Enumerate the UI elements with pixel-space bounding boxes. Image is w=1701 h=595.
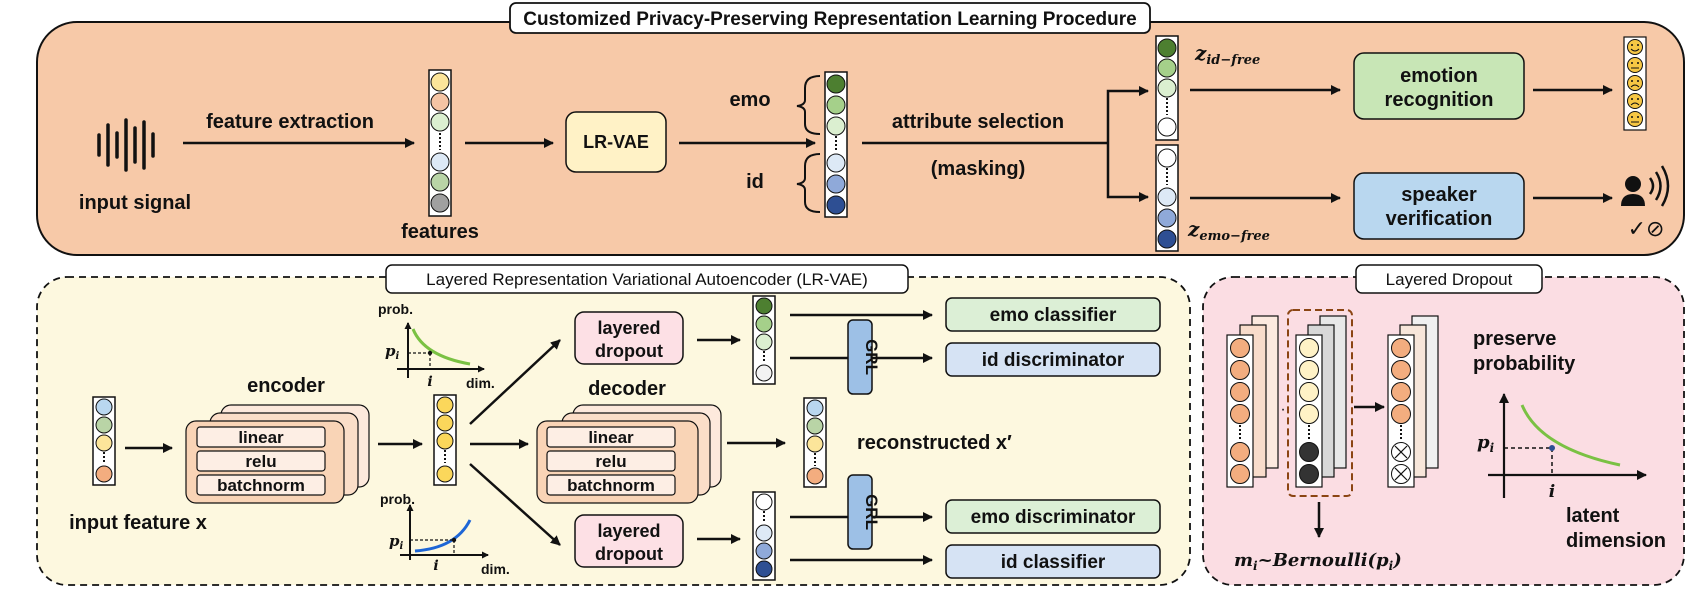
emo-label: emo <box>729 89 770 111</box>
speaker-verification-line1: speaker <box>1401 184 1477 206</box>
grl-top-label: GRL <box>862 339 881 375</box>
features-vector <box>428 69 452 217</box>
encoder-label: encoder <box>247 375 325 397</box>
latent-line1: latent <box>1566 505 1620 527</box>
decoder-label: decoder <box>588 378 666 400</box>
decoder-relu-label: relu <box>595 452 626 471</box>
layered-dropout-bottom-box <box>574 514 684 568</box>
waveform-icon <box>97 118 155 172</box>
layered-dropout-top-box <box>574 311 684 365</box>
speaker-verification-box <box>1353 172 1525 240</box>
dropout-input-stack <box>1226 315 1279 488</box>
layered-dropout-bottom-line1: layered <box>597 521 660 541</box>
input-feature-label: input feature x <box>69 512 207 534</box>
input-feature-vector <box>92 396 116 486</box>
emotion-recognition-line2: recognition <box>1385 89 1494 111</box>
emo-brace <box>796 75 821 135</box>
dropout-bottom-output-vector <box>752 491 776 581</box>
dropout-output-stack <box>1387 315 1439 488</box>
decoder-batchnorm-label: batchnorm <box>567 476 655 495</box>
encoder-linear-label: linear <box>238 428 284 447</box>
p-label-bottom: pi <box>389 532 404 552</box>
dim-label-top: dim. <box>466 375 495 391</box>
reconstructed-label: reconstructed x′ <box>857 432 1012 454</box>
id-classifier-box <box>945 544 1161 579</box>
p-label-dropout: pi <box>1477 432 1495 455</box>
i-label-top: i <box>427 374 432 390</box>
encoder-batchnorm-label: batchnorm <box>217 476 305 495</box>
emo-discriminator-box <box>945 499 1161 534</box>
latent-line2: dimension <box>1566 530 1666 552</box>
top-panel: Customized Privacy-Preserving Representa… <box>36 2 1685 256</box>
arrow-to-emo-free <box>1106 143 1149 202</box>
encoder-relu-label: relu <box>245 452 276 471</box>
input-signal-label: input signal <box>79 192 191 214</box>
prob-decreasing-graph <box>397 322 485 378</box>
p-label-top: pi <box>385 342 400 362</box>
latent-z-vector <box>433 394 457 486</box>
encoder-block: linear relu batchnorm <box>185 404 370 504</box>
prob-increasing-graph <box>400 504 489 560</box>
layered-dropout-top-line2: dropout <box>595 341 663 361</box>
dropout-mask-stack <box>1287 309 1353 497</box>
prob-label-top: prob. <box>378 301 413 317</box>
top-panel-title: Customized Privacy-Preserving Representa… <box>523 9 1136 30</box>
grl-top-box <box>847 319 873 395</box>
arrow-to-id-free <box>1106 86 1149 143</box>
decoder-block: linear relu batchnorm <box>536 404 722 504</box>
preserve-line1: preserve <box>1473 328 1556 350</box>
lrvae-panel-title: Layered Representation Variational Autoe… <box>426 270 868 289</box>
i-label-bottom: i <box>433 558 438 574</box>
z-id-free-label: zid−free <box>1194 41 1260 68</box>
dropout-panel-title: Layered Dropout <box>1386 270 1513 289</box>
z-emo-free-label: zemo−free <box>1187 217 1270 244</box>
reconstructed-vector <box>803 397 827 488</box>
z-emo-free-vector <box>1155 144 1179 252</box>
layered-dropout-top-line1: layered <box>597 318 660 338</box>
emo-classifier-box <box>945 297 1161 332</box>
dropout-panel: Layered Dropout · <box>1202 264 1685 586</box>
z-id-free-vector <box>1155 35 1179 141</box>
grl-bottom-label: GRL <box>862 494 881 530</box>
emo-discriminator-label: emo discriminator <box>971 507 1136 528</box>
speaker-verification-line2: verification <box>1386 208 1493 230</box>
bernoulli-formula: mi~Bernoulli(pi) <box>1234 550 1402 573</box>
emo-classifier-label: emo classifier <box>990 305 1117 326</box>
features-label: features <box>401 221 479 243</box>
lrvae-box <box>565 111 667 173</box>
preserve-probability-graph <box>1488 393 1647 498</box>
speaker-person-icon <box>1621 165 1670 207</box>
decoder-linear-label: linear <box>588 428 634 447</box>
lrvae-panel: Layered Representation Variational Autoe… <box>36 264 1191 586</box>
arrow-to-dropout-top <box>469 339 561 425</box>
attribute-selection-label: attribute selection <box>892 111 1064 133</box>
emotion-recognition-box <box>1353 52 1525 120</box>
masking-label: (masking) <box>931 158 1025 180</box>
id-label: id <box>746 171 764 193</box>
lrvae-box-label: LR-VAE <box>583 132 649 152</box>
id-classifier-label: id classifier <box>1001 552 1106 573</box>
dim-label-bottom: dim. <box>481 561 510 577</box>
preserve-line2: probability <box>1473 353 1576 375</box>
id-brace <box>796 153 821 213</box>
prob-label-bottom: prob. <box>380 491 415 507</box>
layered-dropout-bottom-line2: dropout <box>595 544 663 564</box>
latent-vector <box>824 71 848 218</box>
grl-bottom-box <box>847 474 873 550</box>
verify-result-icons: ✓⊘ <box>1628 216 1665 241</box>
id-discriminator-box <box>945 342 1161 377</box>
emotion-recognition-line1: emotion <box>1400 65 1478 87</box>
dot-operator: · <box>1280 401 1285 418</box>
emotion-faces-icon <box>1623 36 1647 131</box>
feature-extraction-label: feature extraction <box>206 111 374 133</box>
i-label-dropout: i <box>1549 482 1555 502</box>
id-discriminator-label: id discriminator <box>982 350 1125 371</box>
dropout-top-output-vector <box>752 295 776 385</box>
arrow-to-dropout-bottom <box>469 463 561 546</box>
